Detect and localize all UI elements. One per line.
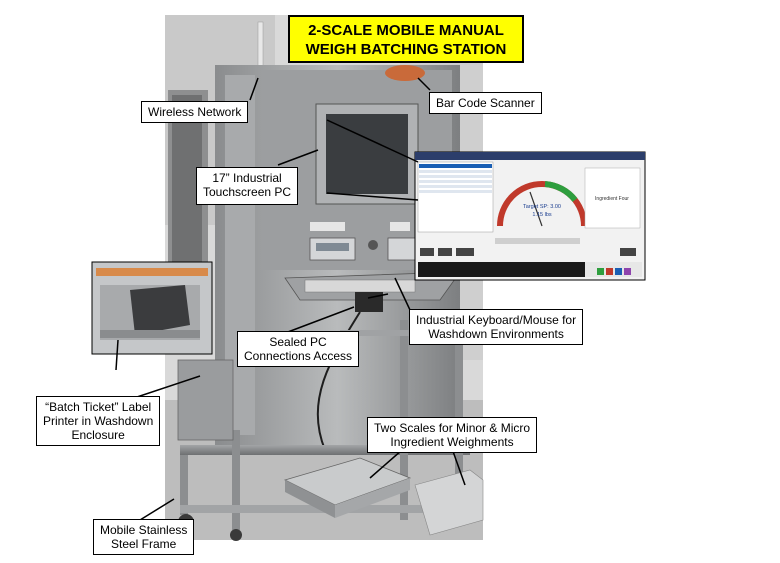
callout-text: 17” Industrial bbox=[212, 171, 282, 185]
callout-touchscreen-pc: 17” Industrial Touchscreen PC bbox=[196, 167, 299, 205]
callout-text: Washdown Environments bbox=[428, 327, 564, 341]
callout-sealed-pc: Sealed PC Connections Access bbox=[237, 331, 360, 367]
callout-text: Ingredient Weighments bbox=[390, 435, 514, 449]
printer-icon bbox=[130, 285, 190, 335]
title-line-1: 2-SCALE MOBILE MANUAL bbox=[308, 22, 504, 39]
caster-wheel bbox=[230, 529, 242, 541]
callout-text: Industrial Keyboard/Mouse for bbox=[416, 313, 577, 327]
bar-code-scanner bbox=[385, 65, 425, 81]
callout-text: Sealed PC bbox=[269, 335, 327, 349]
ingredient-list bbox=[417, 161, 494, 233]
gauge-needle bbox=[529, 191, 543, 227]
gauge-low-band bbox=[497, 181, 587, 227]
callout-mobile-frame: Mobile Stainless Steel Frame bbox=[93, 519, 195, 555]
callout-text: Connections Access bbox=[244, 349, 353, 363]
gauge-target-band bbox=[544, 181, 578, 202]
page-title: 2-SCALE MOBILE MANUAL WEIGH BATCHING STA… bbox=[288, 15, 524, 63]
callout-text: Mobile Stainless bbox=[100, 523, 188, 537]
ingredient-label: Ingredient Four bbox=[595, 196, 629, 202]
batch-info-panel bbox=[584, 167, 641, 229]
callout-two-scales: Two Scales for Minor & Micro Ingredient … bbox=[367, 417, 538, 453]
callout-text: Bar Code Scanner bbox=[436, 96, 535, 110]
callout-text: Touchscreen PC bbox=[203, 185, 292, 199]
target-readout: Target SP: 3.00 bbox=[523, 204, 561, 210]
title-line-2: WEIGH BATCHING STATION bbox=[305, 41, 507, 58]
callout-text: Enclosure bbox=[71, 428, 125, 442]
callout-text: Printer in Washdown bbox=[43, 414, 154, 428]
callout-wireless-network: Wireless Network bbox=[141, 101, 249, 123]
callout-text: Steel Frame bbox=[111, 537, 177, 551]
weight-readout: 1.15 lbs bbox=[532, 212, 552, 218]
callout-bar-code-scanner: Bar Code Scanner bbox=[429, 92, 542, 114]
callout-text: Wireless Network bbox=[148, 105, 242, 119]
callout-text: Two Scales for Minor & Micro bbox=[374, 421, 531, 435]
callout-label-printer: “Batch Ticket” Label Printer in Washdown… bbox=[36, 396, 161, 446]
callout-keyboard-mouse: Industrial Keyboard/Mouse for Washdown E… bbox=[409, 309, 584, 345]
steel-frame bbox=[180, 445, 470, 455]
callout-text: “Batch Ticket” Label bbox=[45, 400, 152, 414]
sealed-connectors bbox=[355, 292, 383, 312]
